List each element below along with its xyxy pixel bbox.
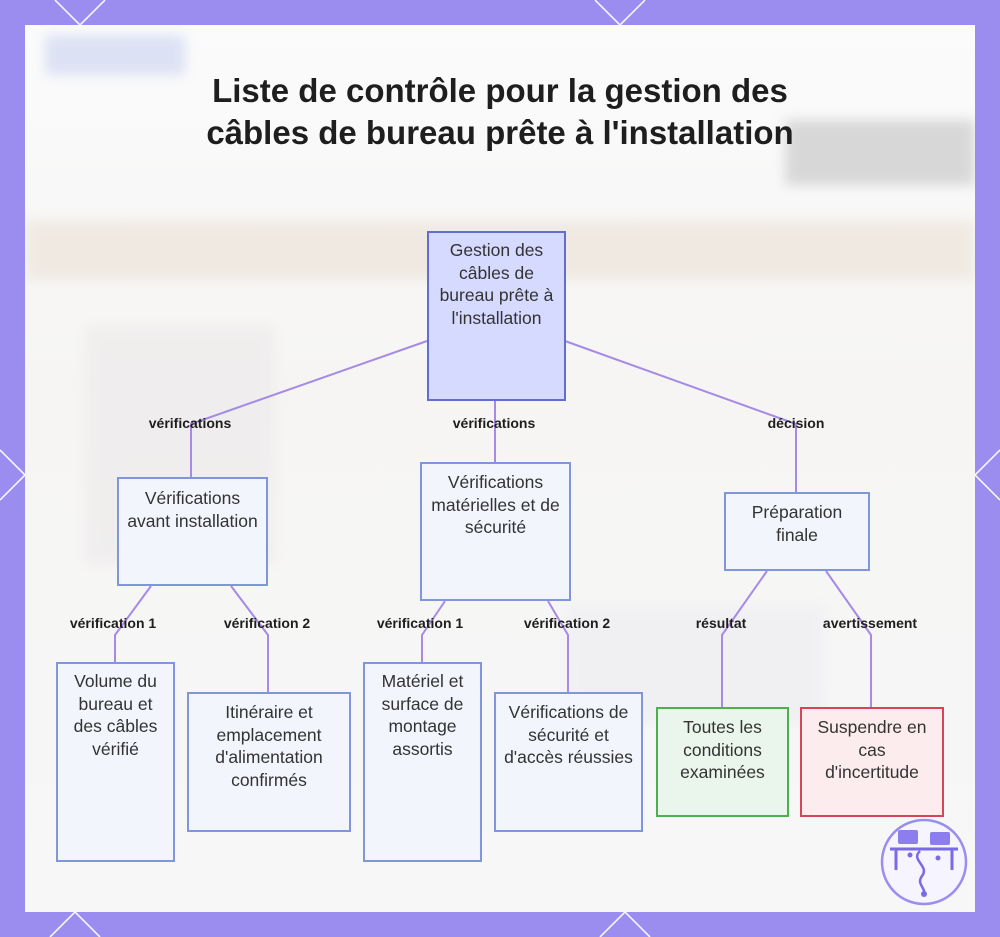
- all-reviewed-label: Toutes les conditions examinées: [680, 717, 765, 782]
- edge-label-final-result: résultat: [695, 615, 747, 631]
- edge-final-reviewed: [721, 570, 768, 707]
- final-prep-node: Préparation finale: [724, 492, 870, 571]
- safety-access-label: Vérifications de sécurité et d'accès réu…: [504, 702, 633, 767]
- safety-access-node: Vérifications de sécurité et d'accès réu…: [494, 692, 643, 832]
- final-prep-label: Préparation finale: [751, 502, 843, 545]
- edge-label-final-warning: avertissement: [822, 615, 918, 631]
- desk-volume-node: Volume du bureau et des câbles vérifié: [56, 662, 175, 862]
- root-node: Gestion des câbles de bureau prête à l'i…: [427, 231, 566, 401]
- suspend-node: Suspendre en cas d'incertitude: [800, 707, 944, 817]
- desk-volume-label: Volume du bureau et des câbles vérifié: [73, 671, 158, 759]
- desk-cable-icon: [880, 818, 968, 906]
- background-photo-shape: [45, 35, 185, 75]
- root-node-label: Gestion des câbles de bureau prête à l'i…: [439, 240, 554, 328]
- all-reviewed-node: Toutes les conditions examinées: [656, 707, 789, 817]
- pre-install-label: Vérifications avant installation: [127, 488, 258, 531]
- suspend-label: Suspendre en cas d'incertitude: [817, 717, 927, 782]
- route-power-label: Itinéraire et emplacement d'alimentation…: [215, 702, 323, 790]
- route-power-node: Itinéraire et emplacement d'alimentation…: [187, 692, 351, 832]
- edge-label-hardware-2: vérification 2: [523, 615, 611, 631]
- edge-label-root-final: décision: [767, 415, 825, 431]
- hardware-surface-label: Matériel et surface de montage assortis: [381, 671, 464, 759]
- edge-root-pre: [190, 340, 428, 477]
- edge-hardware-surface: [421, 600, 446, 662]
- edge-hardware-safety: [547, 600, 569, 692]
- edge-final-suspend: [825, 570, 872, 707]
- hardware-safety-node: Vérifications matérielles et de sécurité: [420, 462, 571, 601]
- edge-root-final: [564, 340, 797, 492]
- edge-label-pre-1: vérification 1: [69, 615, 157, 631]
- hardware-safety-label: Vérifications matérielles et de sécurité: [431, 472, 560, 537]
- edge-label-hardware-1: vérification 1: [376, 615, 464, 631]
- edge-pre-route: [230, 585, 269, 692]
- background-photo-shape: [785, 120, 975, 185]
- edge-pre-volume: [114, 585, 152, 662]
- hardware-surface-node: Matériel et surface de montage assortis: [363, 662, 482, 862]
- pre-install-node: Vérifications avant installation: [117, 477, 268, 586]
- edge-label-root-hardware: vérifications: [452, 415, 536, 431]
- diagram-title: Liste de contrôle pour la gestion des câ…: [206, 72, 794, 151]
- edge-label-root-pre: vérifications: [148, 415, 232, 431]
- edge-label-pre-2: vérification 2: [223, 615, 311, 631]
